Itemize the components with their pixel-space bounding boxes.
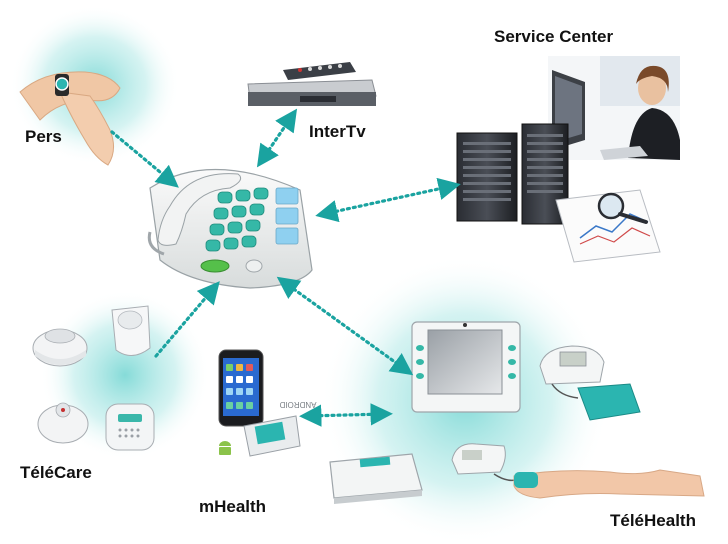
label-mhealth: mHealth [199,497,267,516]
weighing-scale [329,453,423,504]
arrow-hub-telehealth [276,276,414,376]
bp-cuff [577,383,641,421]
hub-call-button [200,259,230,273]
operator-head [638,71,666,105]
smoke-detector-top [32,328,88,367]
magnifier-icon [597,192,625,220]
gas-detector [105,403,155,451]
memory-keys [275,187,299,245]
arrow-hub-service-center [315,177,461,223]
arrow-hub-intertv [256,108,298,168]
keypad-buttons [205,187,269,252]
label-pers: Pers [25,127,62,146]
telehealth-tablet-monitor [411,321,521,413]
hand-with-oximeter [513,469,705,499]
telecare-sensors-illustration [32,305,155,451]
central-hub-phone-illustration [147,168,313,289]
intertv-settop-box-illustration [247,62,377,106]
label-intertv: InterTv [309,122,366,141]
arrow-telecare-to-hub [154,281,220,358]
service-center-illustration [456,56,680,263]
telehealth-devices-illustration [329,321,705,504]
label-telecare: TéléCare [20,463,92,482]
pers-wristband-illustration [19,71,121,166]
motion-sensor [111,305,151,356]
arrow-mhealth-telehealth [299,403,393,427]
pulse-oximeter [451,443,705,499]
label-service-center: Service Center [494,27,614,46]
pers-pendant-icon [55,77,69,91]
android-wordmark: ANDROID [279,400,316,409]
mhealth-devices-illustration: ANDROID [218,349,316,457]
connection-arrows [110,108,461,427]
arrow-pers-to-hub [110,130,179,188]
android-robot-icon [219,441,231,455]
label-telehealth: TéléHealth [610,511,696,530]
blood-pressure-monitor [539,345,641,421]
smoke-detector-bottom [37,402,89,444]
